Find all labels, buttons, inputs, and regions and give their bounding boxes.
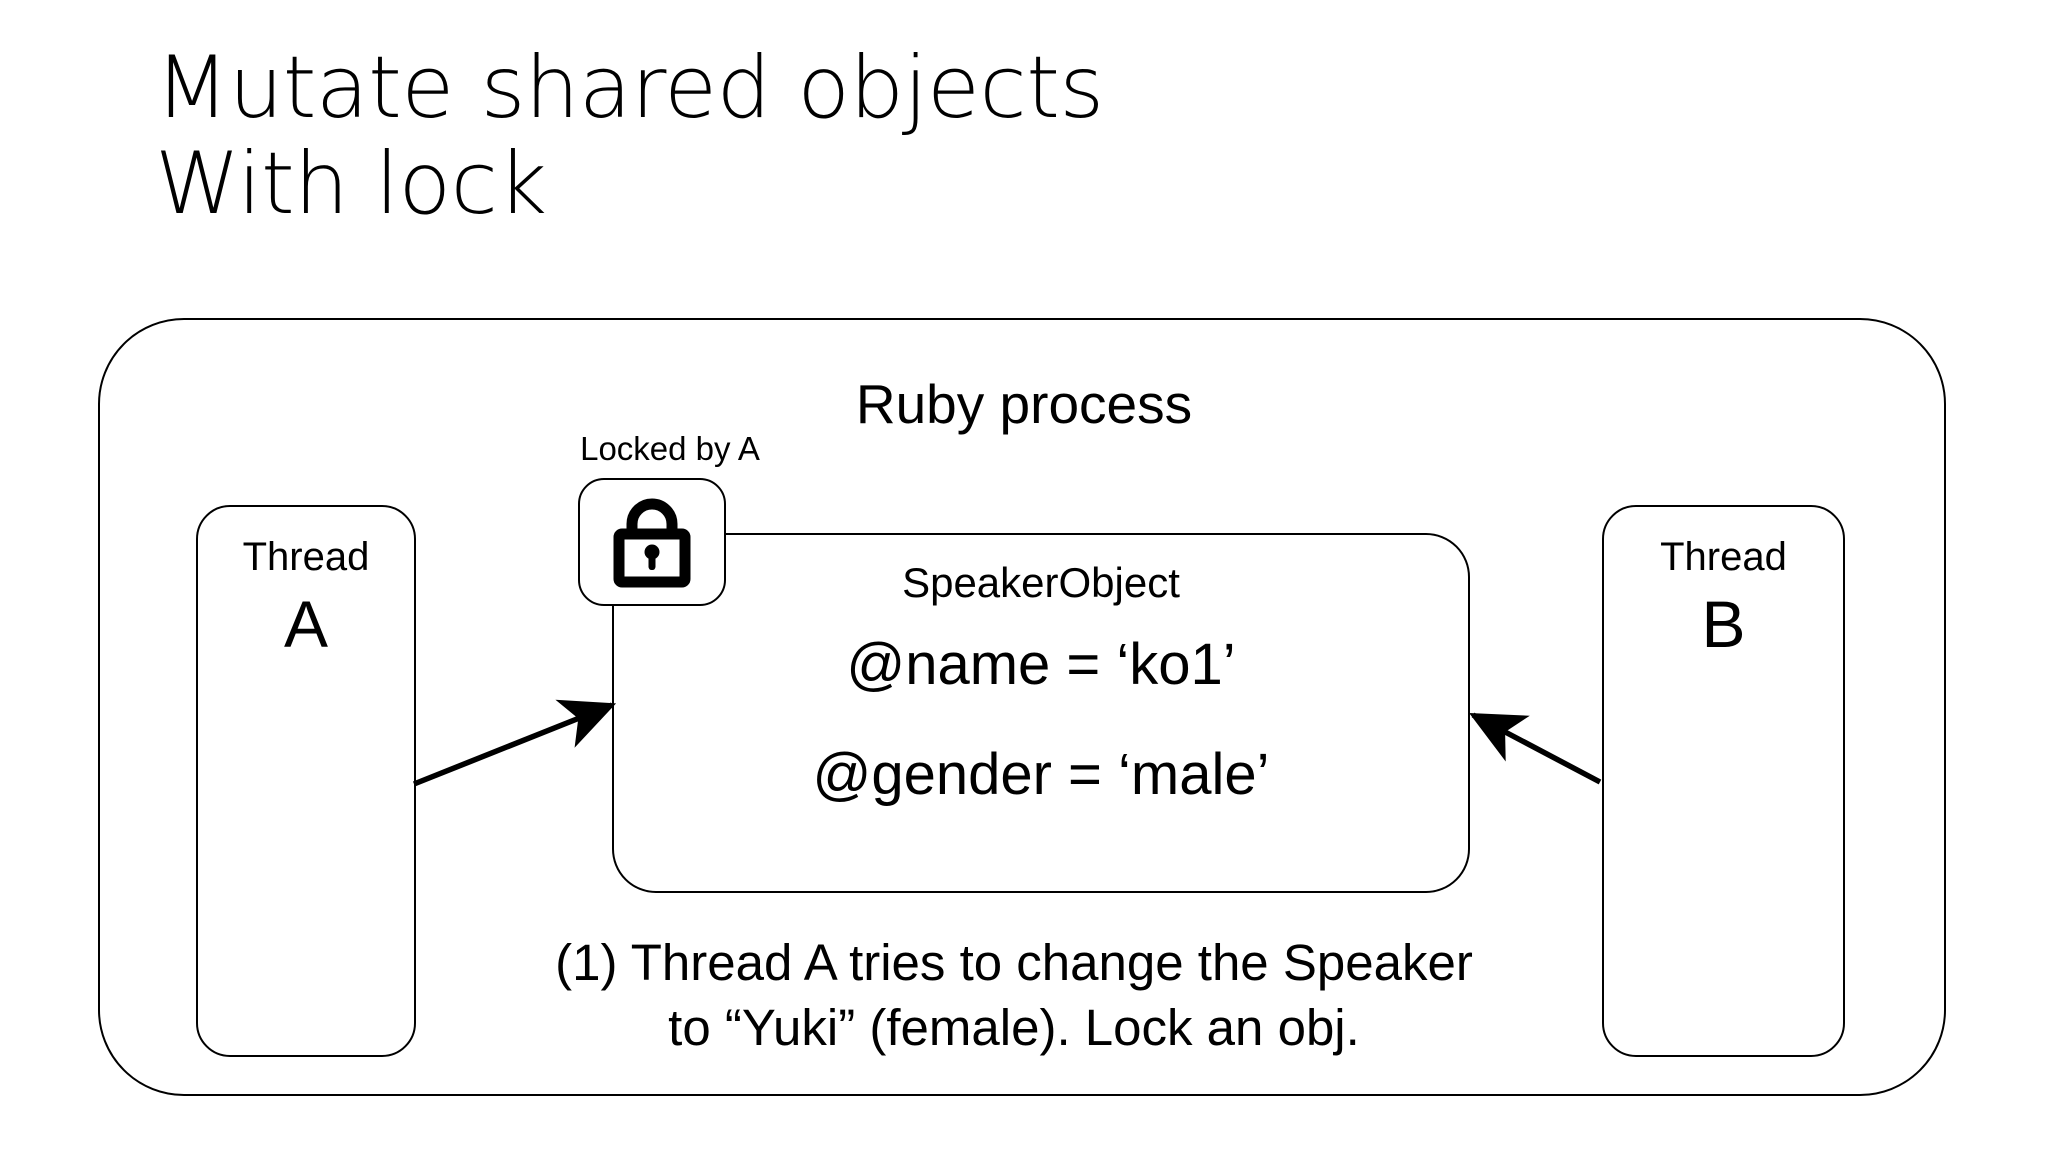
lock-badge <box>578 478 726 606</box>
title-line-2: With lock <box>155 134 547 235</box>
thread-b-letter: B <box>1701 587 1746 661</box>
lock-closed-icon <box>609 496 695 588</box>
thread-a-box: Thread A <box>196 505 416 1057</box>
lock-owner-label: Locked by A <box>580 430 760 467</box>
thread-a-label: Thread <box>242 535 370 579</box>
page-title: Mutate shared objects With lock <box>155 40 1555 233</box>
ruby-process-container <box>98 318 1946 1096</box>
caption-line-2: to “Yuki” (female). Lock an obj. <box>668 999 1360 1057</box>
speaker-object-field-name: @name = ‘ko1’ <box>846 632 1236 697</box>
thread-b-box: Thread B <box>1602 505 1845 1057</box>
caption-line-1: (1) Thread A tries to change the Speaker <box>555 934 1473 991</box>
title-line-1: Mutate shared objects <box>155 38 1104 138</box>
thread-b-label: Thread <box>1660 535 1787 579</box>
speaker-object-box: SpeakerObject @name = ‘ko1’ @gender = ‘m… <box>612 533 1470 893</box>
thread-a-letter: A <box>283 587 329 661</box>
speaker-object-title: SpeakerObject <box>902 559 1180 606</box>
speaker-object-field-gender: @gender = ‘male’ <box>812 742 1270 807</box>
step-caption: (1) Thread A tries to change the Speaker… <box>424 930 1604 1061</box>
